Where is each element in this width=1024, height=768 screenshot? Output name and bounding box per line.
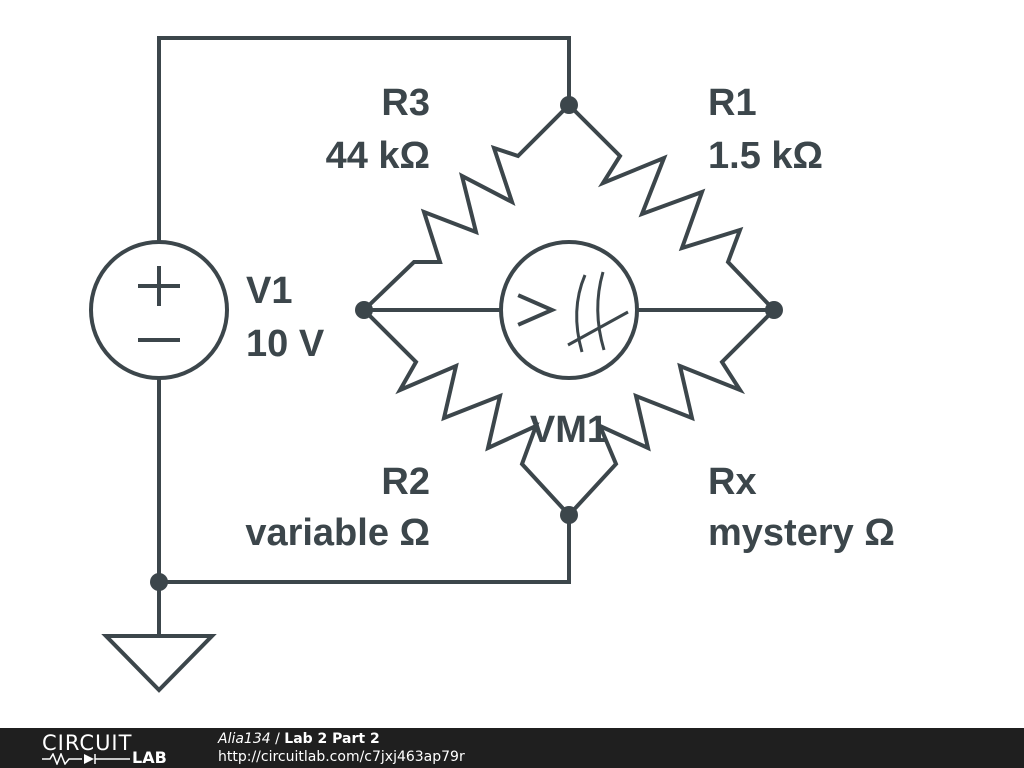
label-r1-name: R1: [708, 82, 757, 124]
circuit-title-line: Alia134 / Lab 2 Part 2: [218, 731, 380, 747]
label-r2-name: R2: [381, 461, 430, 503]
ground-icon: [101, 634, 217, 693]
label-rx-name: Rx: [708, 461, 757, 503]
circuit-title[interactable]: Lab 2 Part 2: [284, 731, 380, 747]
resistor-r2[interactable]: [361, 307, 572, 518]
node-top: [560, 96, 578, 114]
label-r1-value: 1.5 kΩ: [708, 135, 823, 177]
voltmeter-vm1[interactable]: [499, 240, 639, 380]
resistor-rx[interactable]: [566, 307, 777, 518]
author-link[interactable]: Alia134: [218, 731, 271, 747]
wire-top: [157, 36, 571, 244]
label-v1-name: V1: [246, 270, 292, 312]
logo-circuit-text: CIRCUIT: [42, 731, 133, 755]
node-right: [765, 301, 783, 319]
schematic-canvas: R3 44 kΩ R1 1.5 kΩ V1 10 V VM1 R2 variab…: [89, 36, 895, 693]
label-r3-name: R3: [381, 82, 430, 124]
label-v1-value: 10 V: [246, 323, 325, 365]
resistor-r3[interactable]: [361, 102, 572, 313]
footer-bar: CIRCUIT LAB Alia134 / Lab 2 Part 2 http:…: [0, 728, 1024, 768]
voltage-source-v1[interactable]: [89, 240, 229, 380]
label-r3-value: 44 kΩ: [326, 135, 430, 177]
circuit-url[interactable]: http://circuitlab.com/c7jxj463ap79r: [218, 749, 465, 765]
logo-lab-text: LAB: [132, 748, 167, 767]
circuitlab-logo[interactable]: CIRCUIT LAB: [40, 731, 180, 767]
voltmeter-arrow-icon: [517, 293, 557, 327]
wire-bottom: [157, 376, 571, 584]
label-vm1-name: VM1: [530, 409, 608, 451]
node-ground: [150, 573, 168, 591]
resistor-diode-logo-icon: [42, 753, 130, 765]
resistor-r1[interactable]: [566, 102, 777, 313]
label-r2-value: variable Ω: [245, 512, 430, 554]
node-left: [355, 301, 373, 319]
label-rx-value: mystery Ω: [708, 512, 895, 554]
title-separator: /: [270, 731, 285, 747]
node-bottom: [560, 506, 578, 524]
meter-arc-icon: [575, 274, 587, 353]
